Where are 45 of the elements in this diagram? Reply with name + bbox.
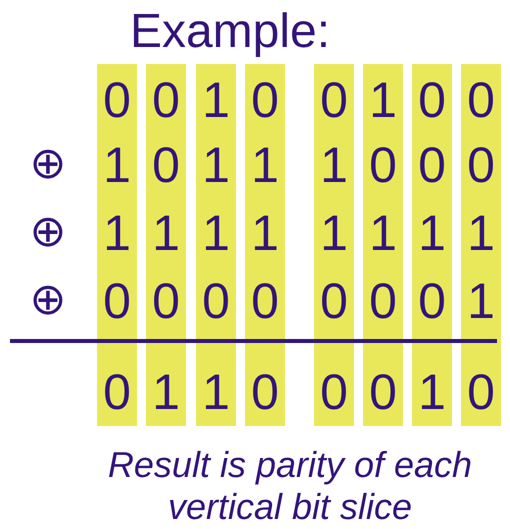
bit-digit: 0 [250,367,280,417]
bit-digit: 0 [250,276,280,326]
bit-digit: 0 [102,276,132,326]
bit-digit: 1 [201,140,231,190]
bit-digit: 0 [102,75,132,125]
bit-digit: 0 [151,75,181,125]
bit-digit: 1 [368,208,398,258]
bit-digit: 0 [466,367,496,417]
bit-digit: 1 [151,208,181,258]
bit-digit: 0 [368,367,398,417]
caption: Result is parity of each vertical bit slice [106,444,474,528]
bit-digit: 0 [417,140,447,190]
bit-digit: 0 [102,367,132,417]
bit-digit: 0 [417,75,447,125]
bit-digit: 1 [250,140,280,190]
bit-digit: 1 [201,208,231,258]
bit-digit: 1 [466,276,496,326]
bit-digit: 0 [201,276,231,326]
bit-digit: 1 [319,140,349,190]
bit-digit: 1 [102,208,132,258]
bit-digit: 0 [319,367,349,417]
bit-digit: 0 [368,276,398,326]
bit-digit: 0 [368,140,398,190]
bit-digit: 1 [250,208,280,258]
bit-digit: 1 [151,367,181,417]
bit-digit: 1 [201,75,231,125]
xor-symbol: ⊕ [28,278,68,322]
bit-digit: 0 [319,276,349,326]
bit-digit: 1 [368,75,398,125]
xor-symbol: ⊕ [28,142,68,186]
bit-digit: 0 [151,140,181,190]
bit-digit: 0 [466,140,496,190]
bit-digit: 0 [466,75,496,125]
bit-digit: 1 [102,140,132,190]
bit-digit: 0 [151,276,181,326]
bit-digit: 0 [250,75,280,125]
bit-digit: 1 [201,367,231,417]
bit-digit: 1 [319,208,349,258]
bit-digit: 1 [466,208,496,258]
bit-digit: 1 [417,367,447,417]
bit-digit: 1 [417,208,447,258]
bit-digit: 0 [417,276,447,326]
xor-symbol: ⊕ [28,210,68,254]
title: Example: [128,8,332,56]
bit-digit: 0 [319,75,349,125]
